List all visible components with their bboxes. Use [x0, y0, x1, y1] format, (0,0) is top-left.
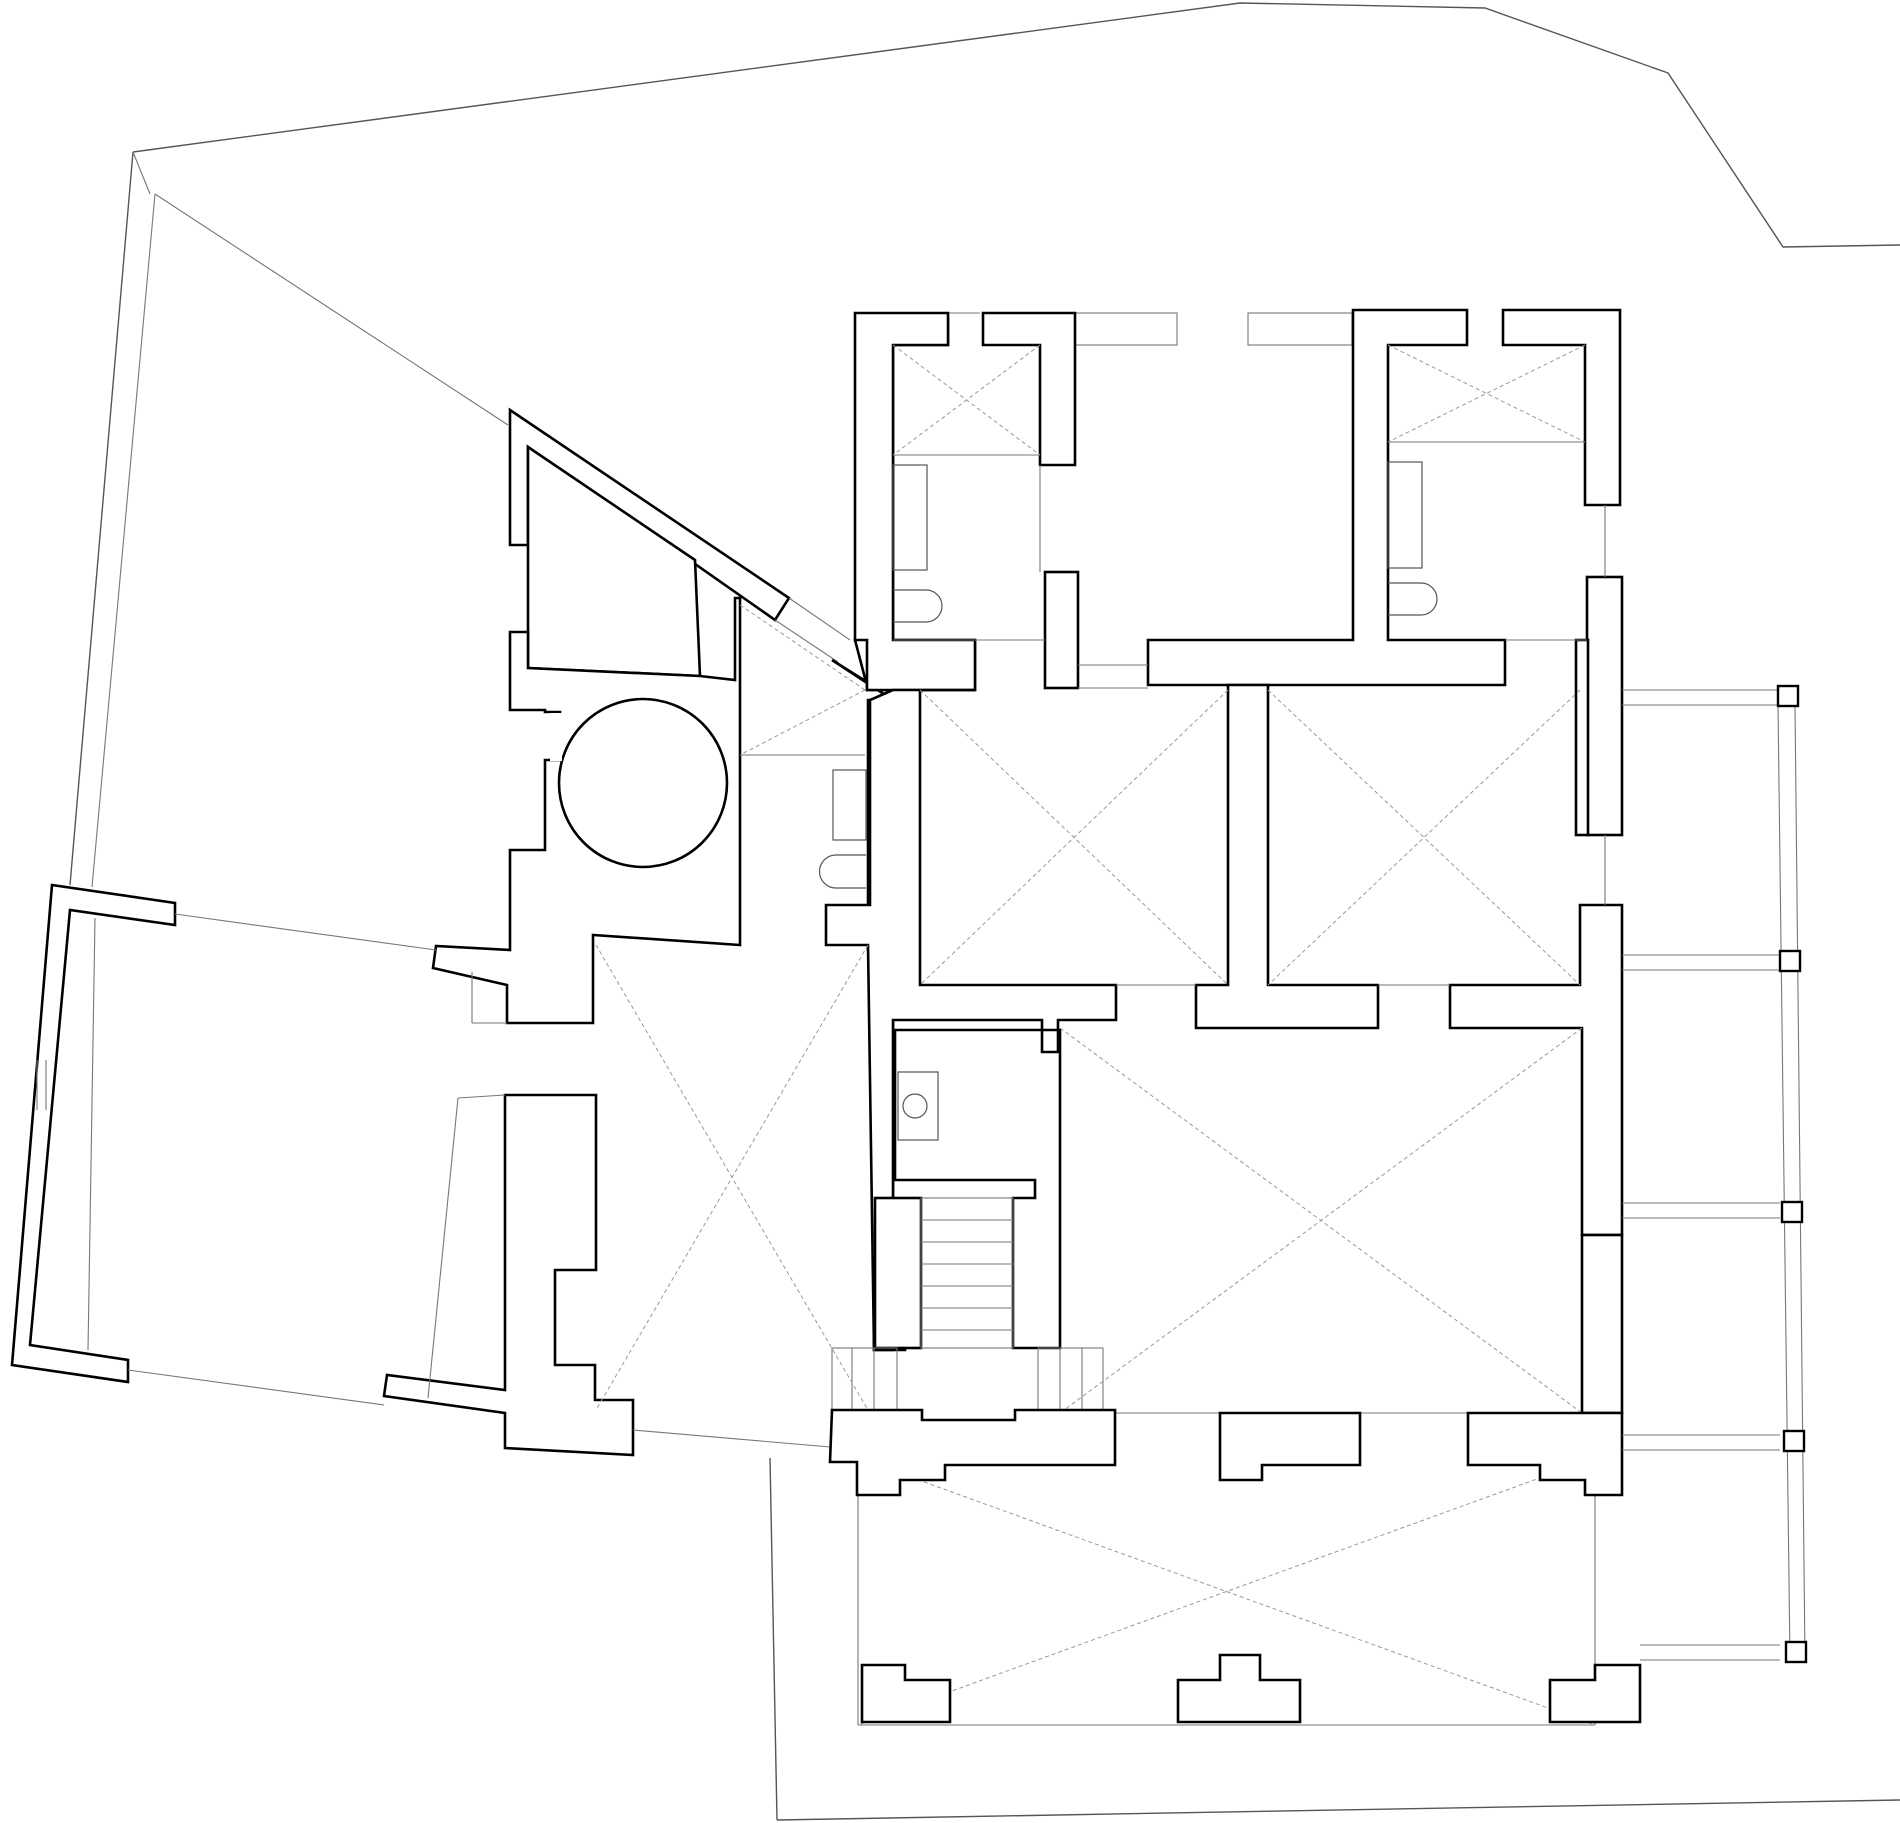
boundary-return — [132, 151, 151, 195]
north-pier — [1043, 570, 1080, 690]
site-boundary-left — [69, 151, 134, 886]
courtyard-inner-line-left — [91, 193, 156, 888]
veranda-column-4 — [1782, 1429, 1806, 1453]
bath-fixture-2 — [1387, 461, 1423, 569]
west-room-wall-line — [174, 913, 437, 951]
north-room2-east-wall — [1501, 308, 1622, 507]
cabinet-fixture — [897, 1071, 939, 1141]
west-room-south-line — [127, 1369, 385, 1406]
vault-diagonals — [595, 344, 1596, 1726]
east-wall-mid — [1448, 903, 1624, 1237]
vault-outlines — [632, 441, 1596, 1726]
north-ledge-1 — [1070, 312, 1178, 346]
west-wing-north-wall — [10, 883, 177, 1384]
north-ledge-2 — [1247, 312, 1353, 346]
north-room2-west-wall — [1146, 308, 1507, 687]
window-link-diag-2 — [774, 619, 839, 663]
veranda-column-3 — [1780, 1200, 1804, 1224]
courtyard-inner-line — [154, 193, 509, 426]
fixtures — [818, 461, 1438, 1141]
portico-s-pier — [1176, 1653, 1302, 1724]
site-boundary — [132, 2, 1900, 248]
staircase — [920, 1197, 1014, 1349]
east-wall-lower — [1580, 1233, 1624, 1415]
east-pier-1 — [1585, 575, 1624, 837]
portico-se-pier — [1548, 1663, 1642, 1724]
west-room-inner-west — [87, 917, 96, 1351]
west-wing-inner-wall — [382, 1093, 635, 1457]
circular-stair — [557, 697, 729, 869]
entrance-steps — [831, 1347, 1104, 1411]
room-divider-upper — [1194, 683, 1380, 1030]
toilet-fixture-3 — [818, 854, 866, 889]
veranda-column-1 — [1776, 684, 1800, 708]
west-room-partition — [427, 1097, 459, 1399]
toilet-fixture-2 — [1388, 582, 1438, 616]
north-room-east-wall — [981, 311, 1077, 467]
portico-sw-pier — [860, 1663, 952, 1724]
veranda-column-5 — [1784, 1640, 1808, 1664]
bath-fixture-1 — [892, 464, 928, 571]
portico-mid-pier — [1218, 1411, 1362, 1482]
window-link-diag — [788, 597, 851, 641]
site-boundary-bottom — [776, 1799, 1900, 1821]
toilet-fixture-1 — [893, 589, 943, 623]
west-room-partition-top — [457, 1094, 506, 1099]
east-veranda — [1622, 689, 1806, 1661]
bath-fixture-3 — [832, 769, 867, 841]
stair-west-block — [873, 1196, 923, 1350]
portico-west-wall — [828, 1408, 1117, 1497]
basin-fixture — [902, 1093, 928, 1119]
portico-east-wall — [1466, 1411, 1624, 1497]
central-spine-wall — [824, 688, 1118, 1352]
site-boundary-bottom-left — [769, 1457, 778, 1821]
east-pier-1b — [1574, 638, 1590, 837]
veranda-column-2 — [1778, 949, 1802, 973]
north-room-west-wall — [853, 311, 977, 692]
